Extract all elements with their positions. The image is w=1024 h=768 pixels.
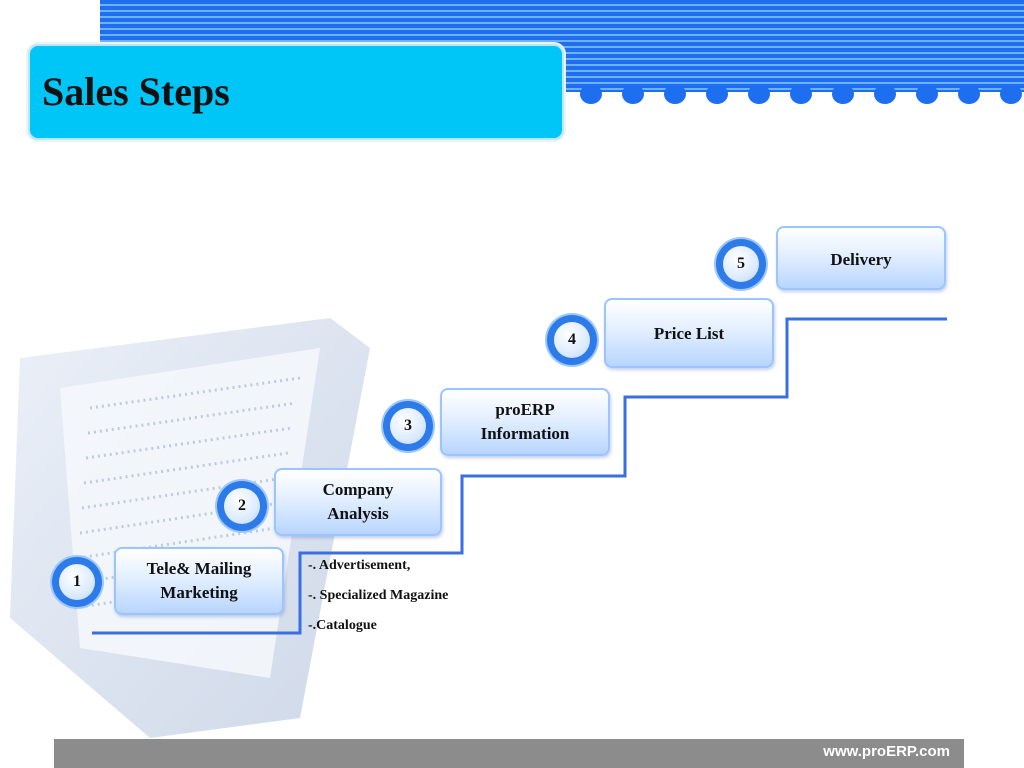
step-3-badge: 3 bbox=[383, 401, 433, 451]
step-1-box: Tele& Mailing Marketing bbox=[114, 547, 284, 615]
step-2-label-line-1: Company bbox=[322, 480, 394, 499]
step-1-number: 1 bbox=[59, 564, 95, 600]
step-3-label-line-1: proERP bbox=[495, 400, 555, 419]
note-item: -.Catalogue bbox=[308, 618, 377, 633]
step-2-label-line-2: Analysis bbox=[327, 504, 389, 523]
step-4-number: 4 bbox=[554, 322, 590, 358]
step-5-box: Delivery bbox=[776, 226, 946, 290]
title-banner: Sales Steps bbox=[28, 44, 564, 140]
page-title: Sales Steps bbox=[42, 69, 230, 114]
step-2-badge: 2 bbox=[217, 481, 267, 531]
step-5-label-line-1: Delivery bbox=[830, 250, 892, 269]
step-5-badge: 5 bbox=[716, 239, 766, 289]
note-item: -. Specialized Magazine bbox=[308, 588, 449, 603]
step-3-box: proERP Information bbox=[440, 388, 610, 456]
step-1-label-line-1: Tele& Mailing bbox=[146, 559, 252, 578]
step-2-box: Company Analysis bbox=[274, 468, 442, 536]
step-4-badge: 4 bbox=[547, 315, 597, 365]
footer-bar: www.proERP.com bbox=[54, 739, 964, 768]
step-4-box: Price List bbox=[604, 298, 774, 368]
step-3-number: 3 bbox=[390, 408, 426, 444]
step-3-label-line-2: Information bbox=[480, 424, 570, 443]
step-1-notes: -. Advertisement, -. Specialized Magazin… bbox=[308, 556, 448, 646]
step-1-label-line-2: Marketing bbox=[160, 583, 238, 602]
step-1-badge: 1 bbox=[52, 557, 102, 607]
step-4-label-line-1: Price List bbox=[653, 324, 725, 343]
footer-url: www.proERP.com bbox=[823, 743, 950, 760]
step-5-number: 5 bbox=[723, 246, 759, 282]
step-2-number: 2 bbox=[224, 488, 260, 524]
note-item: -. Advertisement, bbox=[308, 558, 411, 573]
